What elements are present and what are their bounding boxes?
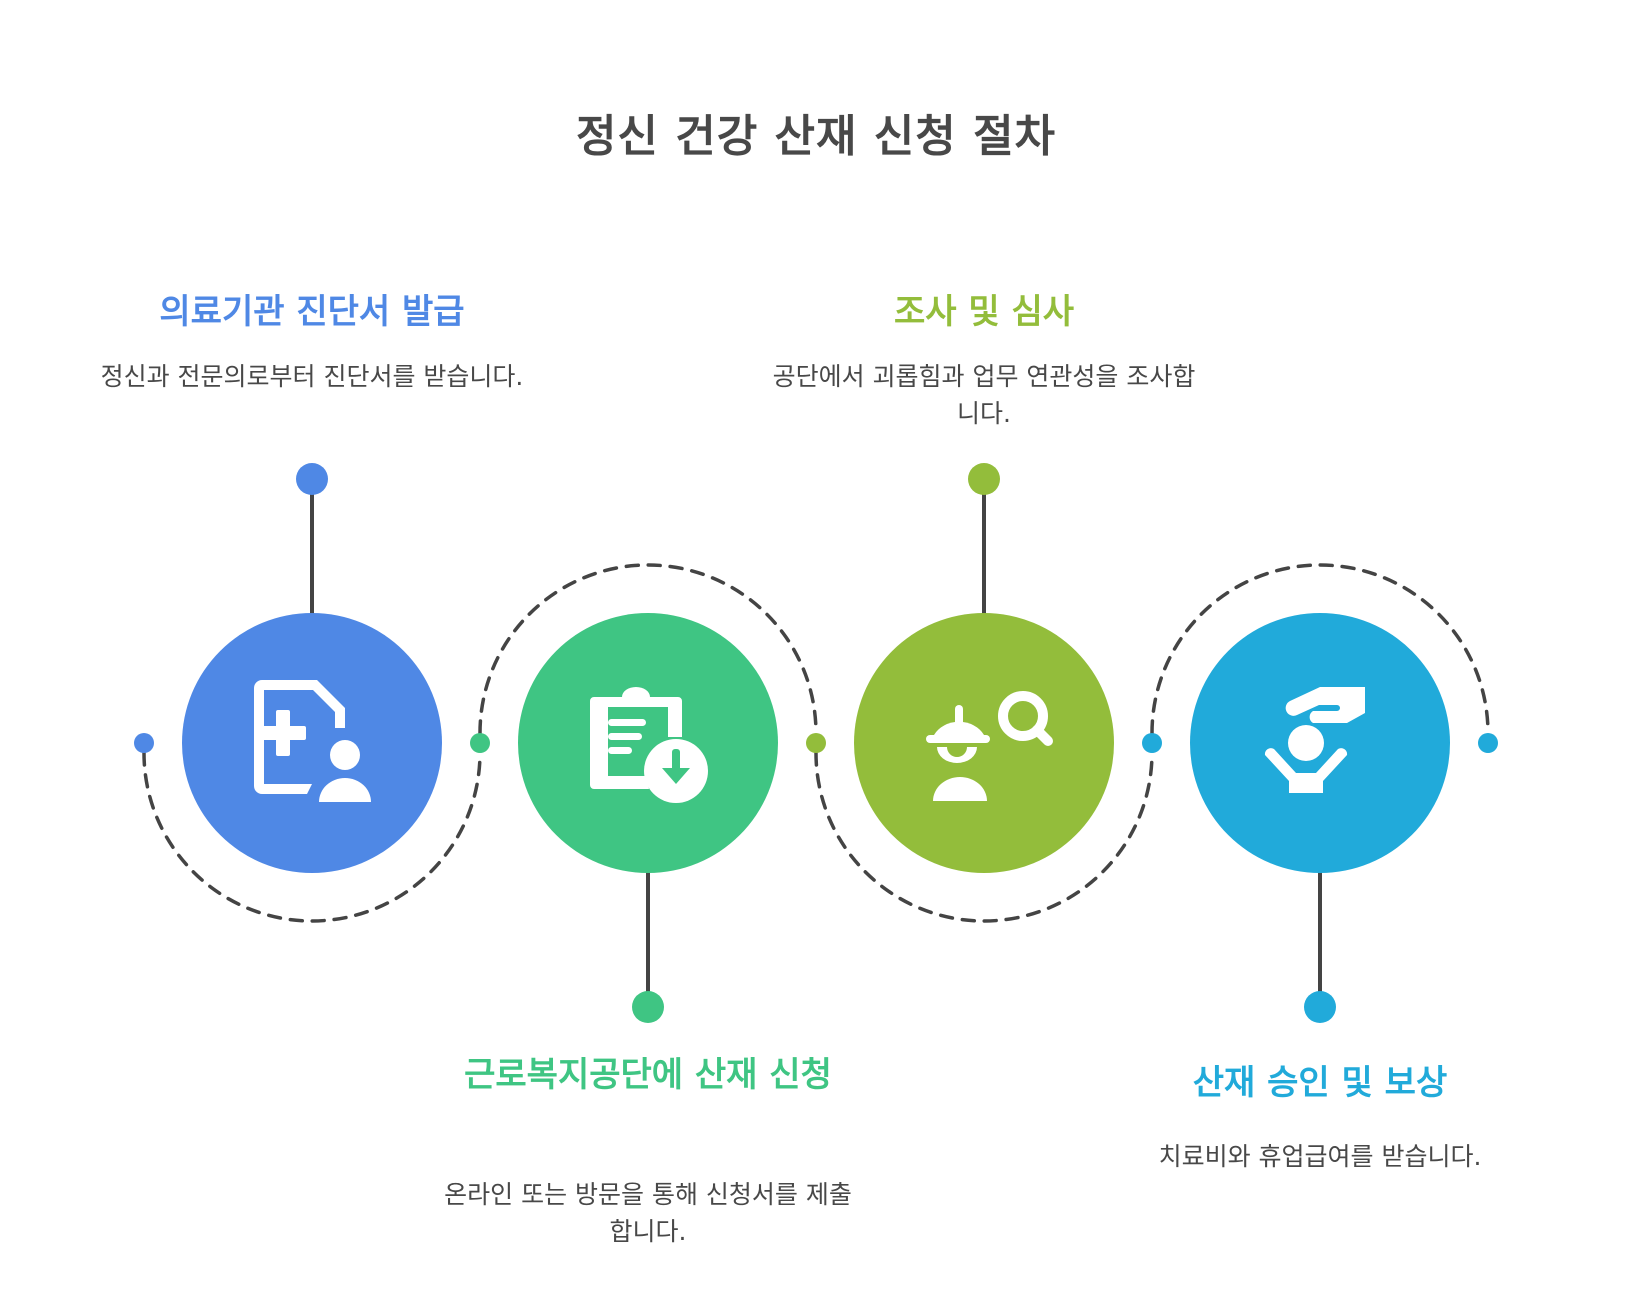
- step-1-description: 정신과 전문의로부터 진단서를 받습니다.: [100, 362, 524, 391]
- step-1-title: 의료기관 진단서 발급: [159, 292, 465, 332]
- dashed-arc-4: [1150, 563, 1490, 735]
- hand-care-person-icon: [1264, 687, 1365, 793]
- dashed-arc-2: [478, 563, 818, 735]
- step-2-description: 온라인 또는 방문을 통해 신청서를 제출합니다.: [444, 1180, 852, 1246]
- step-4-description: 치료비와 휴업급여를 받습니다.: [1158, 1142, 1482, 1171]
- dashed-arc-1: [142, 751, 482, 923]
- connector-dot-2: [632, 991, 664, 1023]
- step-1-circle: [182, 613, 442, 873]
- page-title: 정신 건강 산재 신청 절차: [575, 111, 1057, 162]
- step-2-circle: [518, 613, 778, 873]
- connector-dot-3: [968, 463, 1000, 495]
- path-dot-3: [806, 733, 826, 753]
- path-dot-4: [1142, 733, 1162, 753]
- medical-document-person-icon: [254, 680, 371, 802]
- step-3-title: 조사 및 심사: [893, 292, 1075, 332]
- clipboard-download-icon: [590, 687, 708, 803]
- path-dot-end: [1478, 733, 1498, 753]
- step-3-description: 공단에서 괴롭힘과 업무 연관성을 조사합니다.: [772, 362, 1196, 428]
- step-2-title: 근로복지공단에 산재 신청: [464, 1055, 832, 1095]
- connector-dot-1: [296, 463, 328, 495]
- path-dot-2: [470, 733, 490, 753]
- path-dot-start: [134, 733, 154, 753]
- connector-dot-4: [1304, 991, 1336, 1023]
- step-4-title: 산재 승인 및 보상: [1192, 1063, 1448, 1103]
- worker-search-icon: [926, 691, 1053, 801]
- dashed-arc-3: [814, 751, 1154, 923]
